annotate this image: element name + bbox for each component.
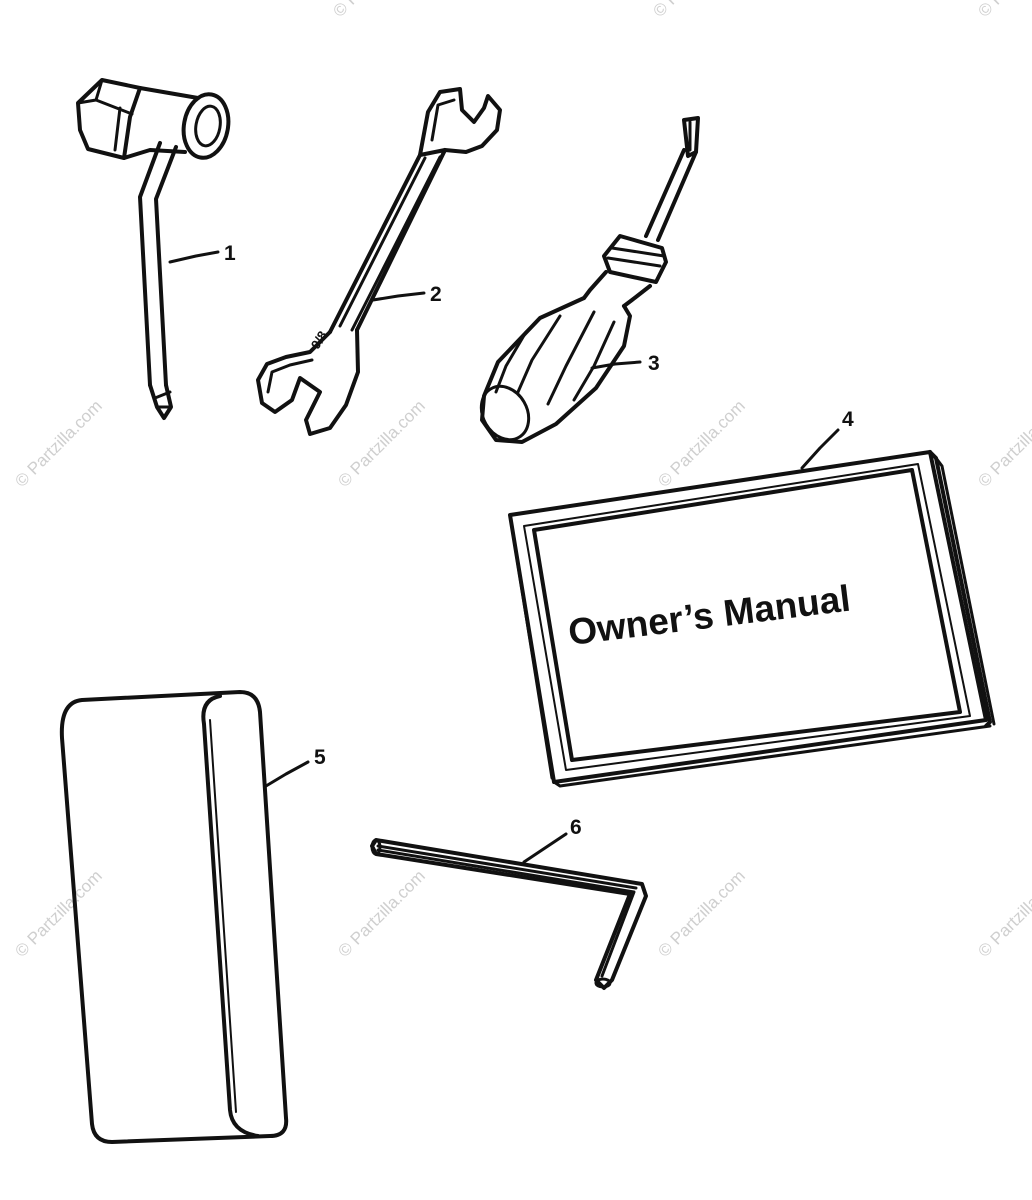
callout-numbers: 1 2 3 4 5 6: [224, 242, 854, 839]
callout-number-5: 5: [314, 746, 326, 769]
watermark: © Partzilla.com: [654, 866, 748, 960]
callout-leaders: [168, 250, 840, 864]
watermark: © Partzilla.com: [11, 866, 105, 960]
watermark: © Partzilla.com: [11, 396, 105, 490]
open-end-wrench: 9/8: [256, 87, 502, 436]
callout-leader-5: [264, 760, 310, 788]
watermark: © Partzilla.com: [974, 0, 1032, 21]
callout-number-2: 2: [430, 283, 442, 306]
callout-number-4: 4: [842, 408, 854, 431]
hex-key: [370, 838, 648, 990]
watermark-layer: © Partzilla.com © Partzilla.com © Partzi…: [11, 0, 1032, 961]
callout-leader-6: [522, 832, 568, 864]
watermark: © Partzilla.com: [974, 396, 1032, 490]
callout-leader-4: [800, 428, 840, 470]
manual-cover-title: Owner’s Manual: [566, 578, 853, 653]
watermark: © Partzilla.com: [974, 866, 1032, 960]
callout-number-3: 3: [648, 352, 660, 375]
watermark: © Partzilla.com: [649, 0, 743, 21]
watermark: © Partzilla.com: [334, 866, 428, 960]
callout-number-6: 6: [570, 816, 582, 839]
callout-leader-3: [590, 360, 642, 370]
callout-number-1: 1: [224, 242, 236, 265]
watermark: © Partzilla.com: [329, 0, 423, 21]
watermark: © Partzilla.com: [334, 396, 428, 490]
tool-pouch: [59, 690, 289, 1144]
owners-manual: Owner’s Manual: [508, 450, 996, 788]
callout-leader-2: [371, 291, 426, 302]
screwdriver: [479, 116, 700, 444]
watermark: © Partzilla.com: [654, 396, 748, 490]
socket-wrench: [76, 78, 231, 420]
callout-leader-1: [168, 250, 220, 264]
